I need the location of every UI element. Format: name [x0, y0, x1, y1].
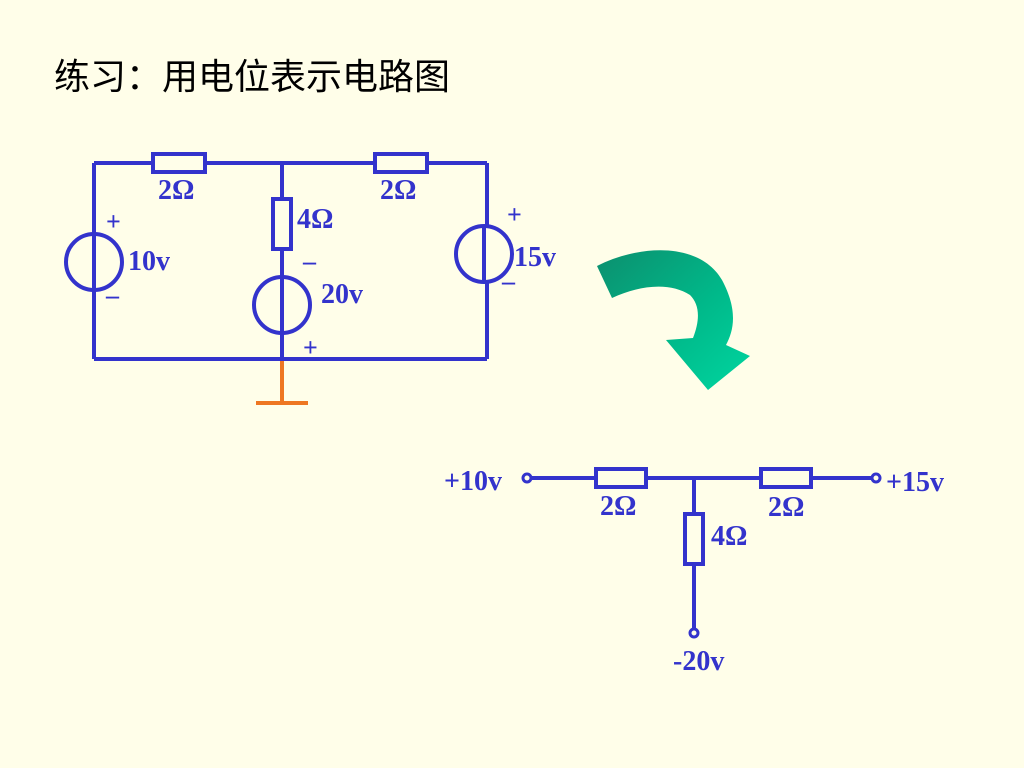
source-left-minus: –	[105, 281, 120, 310]
source-middle-plus: +	[303, 333, 318, 362]
arrow-shape	[597, 250, 750, 390]
resistor-2-right-label: 2Ω	[768, 492, 804, 523]
terminal-right-icon	[870, 472, 882, 484]
original-circuit: 2Ω 2Ω 4Ω + 10v – – 20v + + 15v –	[64, 152, 556, 405]
source-right-plus: +	[507, 200, 522, 229]
terminal-left-label: +10v	[444, 466, 502, 497]
page-title: 练习：用电位表示电路图	[54, 57, 451, 98]
source-middle-minus: –	[302, 247, 317, 276]
terminal-right-label: +15v	[886, 467, 944, 498]
resistor-right-label: 2Ω	[380, 175, 416, 206]
source-right-minus: –	[501, 267, 516, 296]
resistor-middle-label: 4Ω	[297, 204, 333, 235]
resistor-left-label: 2Ω	[158, 175, 194, 206]
resistor-2-left-label: 2Ω	[600, 491, 636, 522]
terminal-bottom-icon	[688, 627, 700, 639]
resistor-2-left	[594, 467, 648, 489]
source-left-value: 10v	[128, 246, 170, 277]
resistor-right	[373, 152, 429, 174]
terminal-bottom-label: -20v	[673, 646, 724, 677]
resistor-left	[151, 152, 207, 174]
resistor-2-middle	[683, 512, 705, 566]
source-left-plus: +	[106, 207, 121, 236]
curved-arrow-icon	[597, 250, 750, 390]
terminal-left-icon	[521, 472, 533, 484]
potential-circuit: +10v +15v -20v 2Ω 2Ω 4Ω	[444, 466, 944, 677]
resistor-middle	[271, 197, 293, 251]
resistor-2-middle-label: 4Ω	[711, 521, 747, 552]
resistor-2-right	[759, 467, 813, 489]
source-middle-value: 20v	[321, 279, 363, 310]
source-right-value: 15v	[514, 242, 556, 273]
